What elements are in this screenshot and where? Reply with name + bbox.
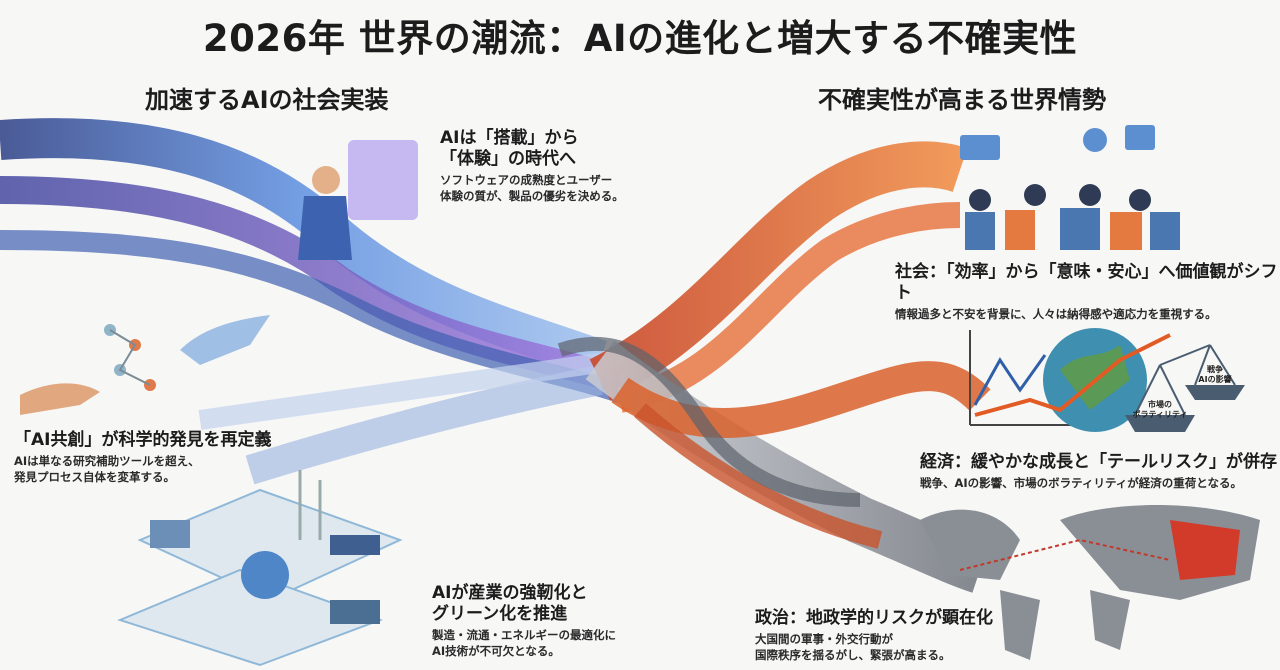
- scale-label-text: ボラティリティ: [1132, 410, 1188, 419]
- caption-body: 体験の質が、製品の優劣を決める。: [440, 189, 624, 203]
- caption-heading: 「体験」の時代へ: [440, 149, 576, 169]
- caption-science: 「AI共創」が科学的発見を再定義 AIは単なる研究補助ツールを超え、 発見プロセ…: [14, 430, 271, 485]
- scale-label-text: 戦争: [1207, 365, 1223, 374]
- economic-chart-globe-scale-illustration: [969, 328, 1245, 432]
- caption-body: AIは単なる研究補助ツールを超え、: [14, 454, 200, 468]
- person-touching-screen-illustration: [298, 140, 418, 260]
- smart-industry-network-illustration: [117, 470, 403, 667]
- caption-experience: AIは「搭載」から 「体験」の時代へ ソフトウェアの成熟度とユーザー 体験の質が…: [440, 128, 624, 204]
- scale-label-left: 市場の ボラティリティ: [1130, 400, 1190, 420]
- caption-heading: AIが産業の強靭化と: [432, 583, 588, 603]
- caption-body: 発見プロセス自体を変革する。: [14, 470, 175, 484]
- world-map-illustration: [920, 505, 1260, 660]
- people-group-illustration: [960, 125, 1180, 250]
- caption-heading: AIは「搭載」から: [440, 128, 579, 148]
- caption-society: 社会：「効率」から「意味・安心」へ価値観がシフト 情報過多と不安を背景に、人々は…: [895, 262, 1280, 322]
- caption-heading: 経済：緩やかな成長と「テールリスク」が併存: [920, 452, 1277, 472]
- scale-label-right: 戦争 AIの影響: [1190, 365, 1240, 385]
- risk-ribbons: [557, 141, 991, 593]
- caption-body: 情報過多と不安を背景に、人々は納得感や適応力を重視する。: [895, 307, 1217, 321]
- caption-heading: 社会：「効率」から「意味・安心」へ価値観がシフト: [895, 262, 1278, 303]
- caption-heading: 政治：地政学的リスクが顕在化: [755, 608, 993, 628]
- right-section-heading: 不確実性が高まる世界情勢: [818, 86, 1106, 114]
- scale-label-text: AIの影響: [1198, 375, 1232, 384]
- caption-body: ソフトウェアの成熟度とユーザー: [440, 173, 613, 187]
- caption-body: 国際秩序を揺るがし、緊張が高まる。: [755, 648, 951, 662]
- left-section-heading: 加速するAIの社会実装: [145, 86, 389, 114]
- caption-body: AI技術が不可欠となる。: [432, 644, 560, 658]
- caption-politics: 政治：地政学的リスクが顕在化 大国間の軍事・外交行動が 国際秩序を揺るがし、緊張…: [755, 608, 993, 663]
- caption-heading: 「AI共創」が科学的発見を再定義: [14, 430, 272, 450]
- caption-heading: グリーン化を推進: [432, 604, 568, 624]
- scale-label-text: 市場の: [1148, 400, 1172, 409]
- caption-body: 製造・流通・エネルギーの最適化に: [432, 628, 616, 642]
- caption-industry: AIが産業の強靭化と グリーン化を推進 製造・流通・エネルギーの最適化に AI技…: [432, 583, 616, 659]
- molecule-hands-illustration: [20, 315, 270, 415]
- caption-economy: 経済：緩やかな成長と「テールリスク」が併存 戦争、AIの影響、市場のボラティリテ…: [920, 452, 1277, 491]
- page-title: 2026年 世界の潮流：AIの進化と増大する不確実性: [202, 17, 1078, 60]
- caption-body: 戦争、AIの影響、市場のボラティリティが経済の重荷となる。: [920, 476, 1242, 490]
- caption-body: 大国間の軍事・外交行動が: [755, 632, 893, 646]
